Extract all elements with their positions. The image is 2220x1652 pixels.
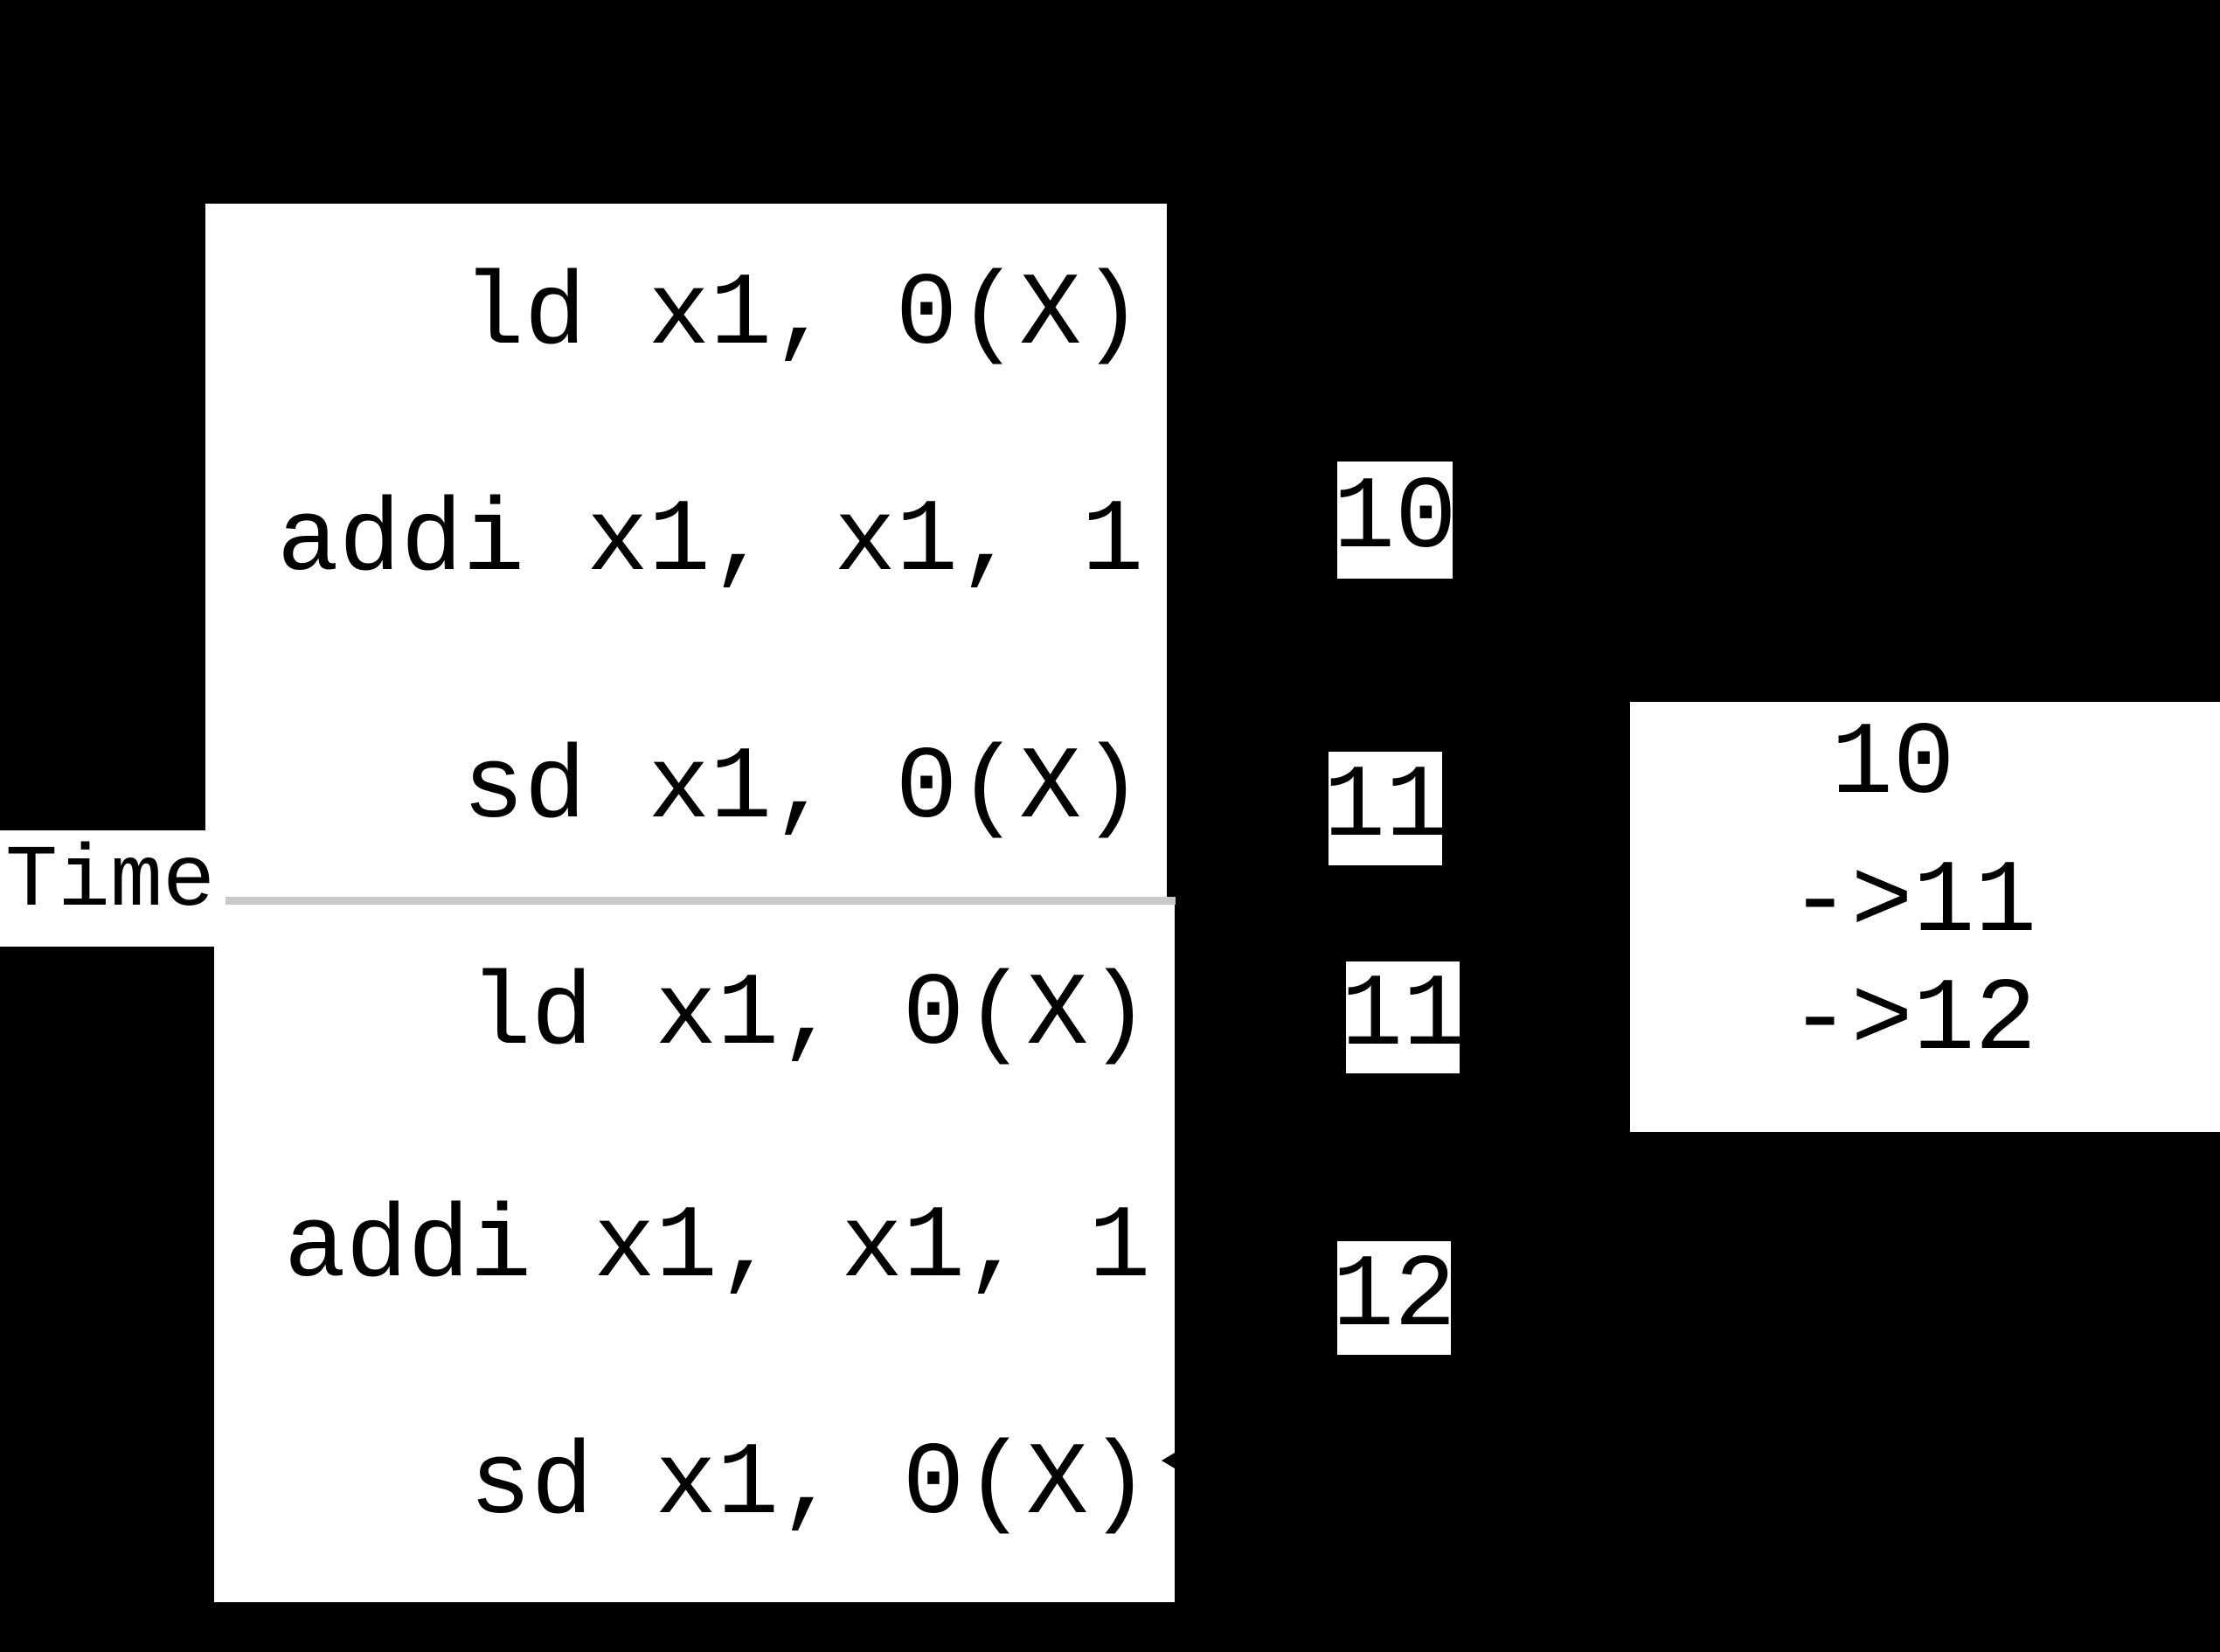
memory-value-box bbox=[1630, 702, 2220, 1132]
time-label-strip bbox=[0, 830, 229, 947]
memory-value-after-second-store: ->12 bbox=[1789, 963, 2037, 1079]
value-box-12: 12 bbox=[1332, 1241, 1456, 1355]
process1-instruction-ld: ld x1, 0(X) bbox=[462, 258, 1143, 374]
process1-instruction-addi: addi x1, x1, 1 bbox=[277, 484, 1144, 600]
value-text: 11 bbox=[1341, 959, 1465, 1075]
process2-instruction-addi: addi x1, x1, 1 bbox=[284, 1190, 1151, 1307]
value-text: 11 bbox=[1323, 750, 1447, 866]
arrowhead-icon bbox=[1162, 1453, 1175, 1468]
value-box-11-upper: 11 bbox=[1323, 752, 1447, 865]
process2-instruction-sd: sd x1, 0(X) bbox=[469, 1427, 1150, 1544]
value-text: 12 bbox=[1332, 1239, 1456, 1356]
memory-value-after-first-store: ->11 bbox=[1789, 845, 2037, 961]
value-box-10: 10 bbox=[1333, 462, 1457, 579]
process2-instruction-ld: ld x1, 0(X) bbox=[469, 958, 1150, 1074]
value-box-11-lower: 11 bbox=[1341, 961, 1465, 1073]
value-text: 10 bbox=[1333, 462, 1457, 578]
process1-instruction-sd: sd x1, 0(X) bbox=[462, 732, 1143, 848]
process1-code-box bbox=[205, 204, 1167, 897]
time-axis-line bbox=[225, 897, 1176, 905]
process2-code-box bbox=[214, 905, 1175, 1602]
time-axis-label: Time bbox=[5, 833, 216, 932]
memory-value-initial: 10 bbox=[1831, 707, 1955, 823]
